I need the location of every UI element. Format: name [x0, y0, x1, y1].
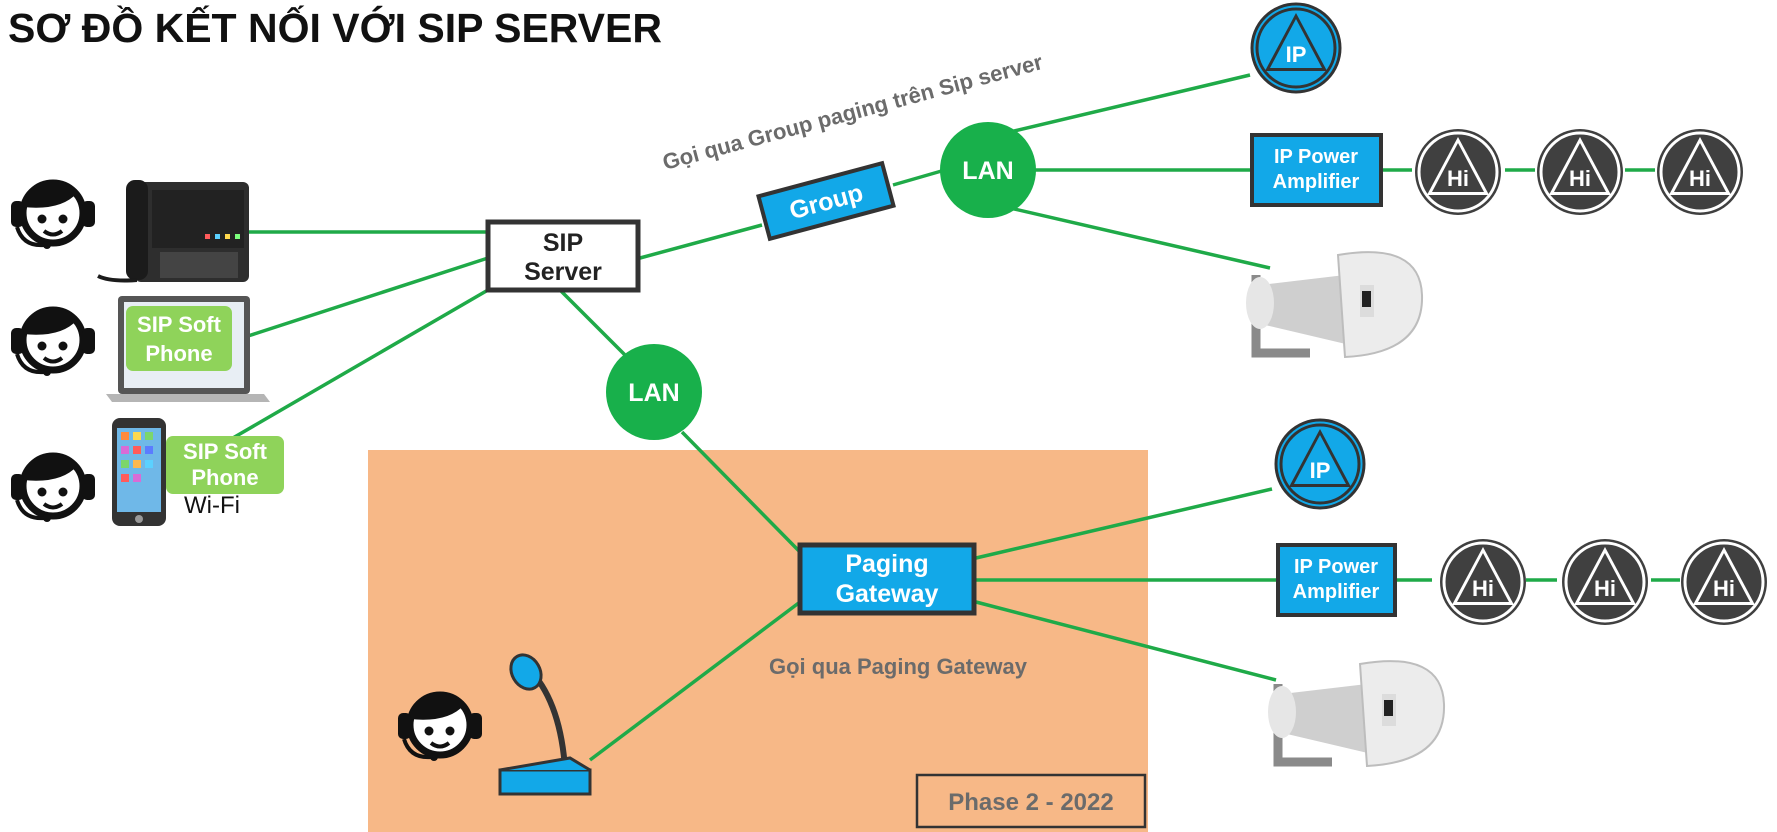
- svg-text:Hi: Hi: [1713, 576, 1735, 601]
- svg-text:Phone: Phone: [145, 341, 212, 366]
- sip-server-node: SIP Server: [485, 219, 641, 293]
- svg-text:Phone: Phone: [191, 465, 258, 490]
- smartphone-icon: [112, 418, 166, 526]
- operator-headset-icon: [11, 181, 95, 249]
- sip-softphone-laptop-label: SIP Soft Phone: [126, 306, 232, 371]
- svg-text:SIP Soft: SIP Soft: [137, 312, 222, 337]
- svg-text:LAN: LAN: [628, 379, 679, 407]
- lan-node-top: LAN: [940, 122, 1036, 218]
- svg-text:Hi: Hi: [1569, 166, 1591, 191]
- svg-text:Hi: Hi: [1594, 576, 1616, 601]
- group-box: Group: [756, 160, 896, 242]
- ip-speaker-icon: IP: [1250, 2, 1342, 94]
- svg-text:Phase 2 - 2022: Phase 2 - 2022: [948, 789, 1113, 816]
- svg-text:Server: Server: [524, 258, 602, 286]
- svg-text:IP Power: IP Power: [1274, 146, 1358, 168]
- svg-text:SIP Soft: SIP Soft: [183, 439, 268, 464]
- svg-text:Hi: Hi: [1472, 576, 1494, 601]
- svg-text:Amplifier: Amplifier: [1293, 581, 1380, 603]
- horn-speaker-icon: [1246, 252, 1422, 357]
- hi-speaker-icon: Hi: [1535, 127, 1625, 217]
- svg-text:IP Power: IP Power: [1294, 556, 1378, 578]
- hi-speaker-icon: Hi: [1679, 537, 1769, 627]
- operator-headset-icon: [11, 308, 95, 376]
- hi-speaker-icon: Hi: [1438, 537, 1528, 627]
- paging-microphone-icon: [498, 653, 592, 796]
- svg-text:SIP: SIP: [543, 229, 583, 257]
- paging-gateway-caption: Gọi qua Paging Gateway: [769, 654, 1028, 679]
- wifi-label: Wi-Fi: [184, 492, 240, 519]
- lan-node-middle: LAN: [606, 344, 702, 440]
- hi-speaker-icon: Hi: [1655, 127, 1745, 217]
- svg-text:Gateway: Gateway: [836, 580, 939, 608]
- operator-headset-icon: [11, 454, 95, 522]
- connection-lines: [225, 73, 1680, 762]
- svg-text:Hi: Hi: [1689, 166, 1711, 191]
- hi-speaker-icon: Hi: [1560, 537, 1650, 627]
- ip-speaker-icon: IP: [1274, 418, 1366, 510]
- page-title: SƠ ĐỒ KẾT NỐI VỚI SIP SERVER: [8, 5, 662, 51]
- svg-text:IP: IP: [1310, 458, 1331, 483]
- sip-softphone-mobile-label: SIP Soft Phone: [166, 436, 284, 494]
- horn-speaker-icon: [1268, 661, 1444, 766]
- svg-text:Amplifier: Amplifier: [1273, 171, 1360, 193]
- hi-speaker-icon: Hi: [1413, 127, 1503, 217]
- ip-power-amplifier-bottom: IP Power Amplifier: [1276, 543, 1397, 617]
- svg-text:LAN: LAN: [962, 157, 1013, 185]
- ip-power-amplifier-top: IP Power Amplifier: [1250, 133, 1383, 207]
- desk-ip-phone-icon: [97, 180, 249, 283]
- svg-text:Paging: Paging: [845, 550, 928, 578]
- paging-gateway-node: Paging Gateway: [797, 542, 977, 616]
- svg-text:Hi: Hi: [1447, 166, 1469, 191]
- phase-label: Phase 2 - 2022: [915, 773, 1147, 829]
- svg-text:IP: IP: [1286, 42, 1307, 67]
- phase-2-area: [368, 450, 1148, 832]
